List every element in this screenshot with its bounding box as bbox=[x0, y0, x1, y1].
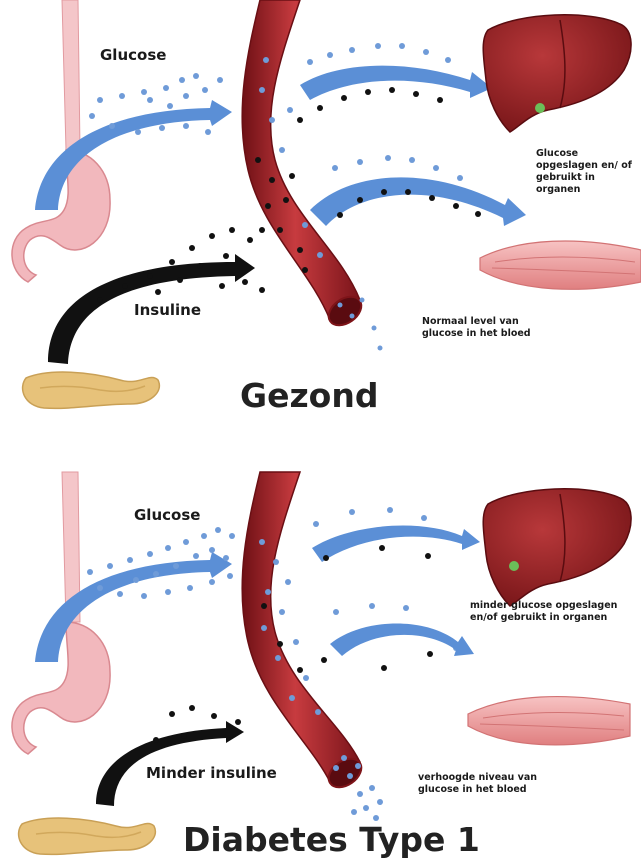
pancreas-icon bbox=[23, 372, 160, 408]
diabetes-diagram bbox=[0, 432, 641, 864]
glucose-to-liver-arrow bbox=[312, 526, 480, 562]
diabetes-panel: Glucose Minder insuline minder glucose o… bbox=[0, 432, 641, 864]
glucose-to-liver-arrow bbox=[300, 66, 492, 100]
panel-title-diabetes: Diabetes Type 1 bbox=[183, 820, 480, 859]
panel-title-healthy: Gezond bbox=[240, 376, 378, 415]
insulin-label: Insuline bbox=[134, 301, 201, 319]
liver-icon bbox=[483, 489, 631, 606]
glucose-arrow bbox=[35, 100, 232, 210]
glucose-to-muscle-arrow bbox=[310, 177, 526, 226]
glucose-to-muscle-arrow bbox=[330, 623, 474, 656]
glucose-label: Glucose bbox=[100, 46, 166, 64]
blood-vessel-icon bbox=[242, 0, 366, 331]
esophagus-icon bbox=[62, 0, 80, 150]
muscle-icon bbox=[480, 241, 641, 289]
healthy-panel: Glucose Insuline Glucose opgeslagen en/ … bbox=[0, 0, 641, 432]
blood-vessel-icon bbox=[242, 472, 366, 793]
liver-icon bbox=[483, 15, 631, 132]
insulin-label: Minder insuline bbox=[146, 764, 277, 782]
healthy-diagram bbox=[0, 0, 641, 432]
blood-note: verhoogde niveau van glucose in het bloe… bbox=[418, 772, 578, 796]
glucose-label: Glucose bbox=[134, 506, 200, 524]
muscle-icon bbox=[468, 697, 630, 745]
organs-note: Glucose opgeslagen en/ of gebruikt in or… bbox=[536, 148, 632, 196]
pancreas-icon bbox=[19, 818, 156, 854]
organs-note: minder glucose opgeslagen en/of gebruikt… bbox=[470, 600, 640, 624]
blood-note: Normaal level van glucose in het bloed bbox=[422, 316, 562, 340]
